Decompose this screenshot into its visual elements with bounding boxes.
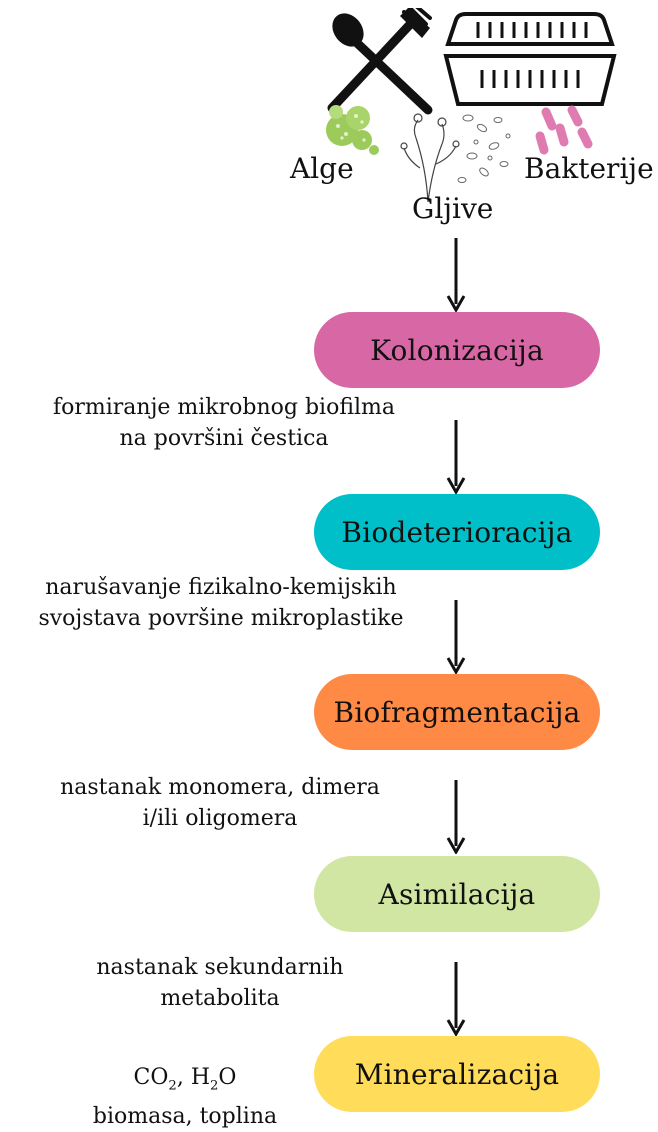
bacteria-icon [535,105,593,155]
food-container-icon [443,12,617,106]
stage-kolonizacija: Kolonizacija [314,312,600,388]
h2o: H2O [190,1065,237,1094]
fungi-label: Gljive [412,192,494,225]
stage-biofragmentacija: Biofragmentacija [314,674,600,750]
note-line: metabolita [160,986,280,1011]
arrow-down-icon [446,962,466,1036]
note-line: formiranje mikrobnog biofilma [52,395,396,420]
algae-icon [326,105,379,155]
stage-asimilacija: Asimilacija [314,856,600,932]
co2: CO2 [133,1065,177,1094]
note-biofilm: formiranje mikrobnog biofilma na površin… [10,392,438,454]
fungi-icon [400,113,511,203]
arrow-down-icon [446,420,466,494]
products-line2: biomasa, toplina [92,1104,278,1130]
note-line: na površini čestica [119,426,329,451]
stage-biodeterioracija: Biodeterioracija [314,494,600,570]
stage-mineralizacija: Mineralizacija [314,1036,600,1112]
note-metabolites: nastanak sekundarnih metabolita [40,952,400,1014]
bacteria-label: Bakterije [524,152,654,185]
note-line: nastanak monomera, dimera [60,775,380,800]
cutlery-icon [327,8,433,115]
note-surface-properties: narušavanje fizikalno-kemijskih svojstav… [2,572,440,634]
note-monomers: nastanak monomera, dimera i/ili oligomer… [20,772,420,834]
note-products: CO2, H2O biomasa, toplina [60,1062,310,1132]
algae-label: Alge [290,152,354,185]
arrow-down-icon [446,600,466,674]
note-line: nastanak sekundarnih [96,955,344,980]
products-formula: CO2, H2O [133,1065,237,1094]
note-line: svojstava površine mikroplastike [38,606,404,631]
arrow-down-icon [446,780,466,854]
arrow-down-icon [446,238,466,312]
note-line: i/ili oligomera [142,806,298,831]
note-line: narušavanje fizikalno-kemijskih [45,575,397,600]
